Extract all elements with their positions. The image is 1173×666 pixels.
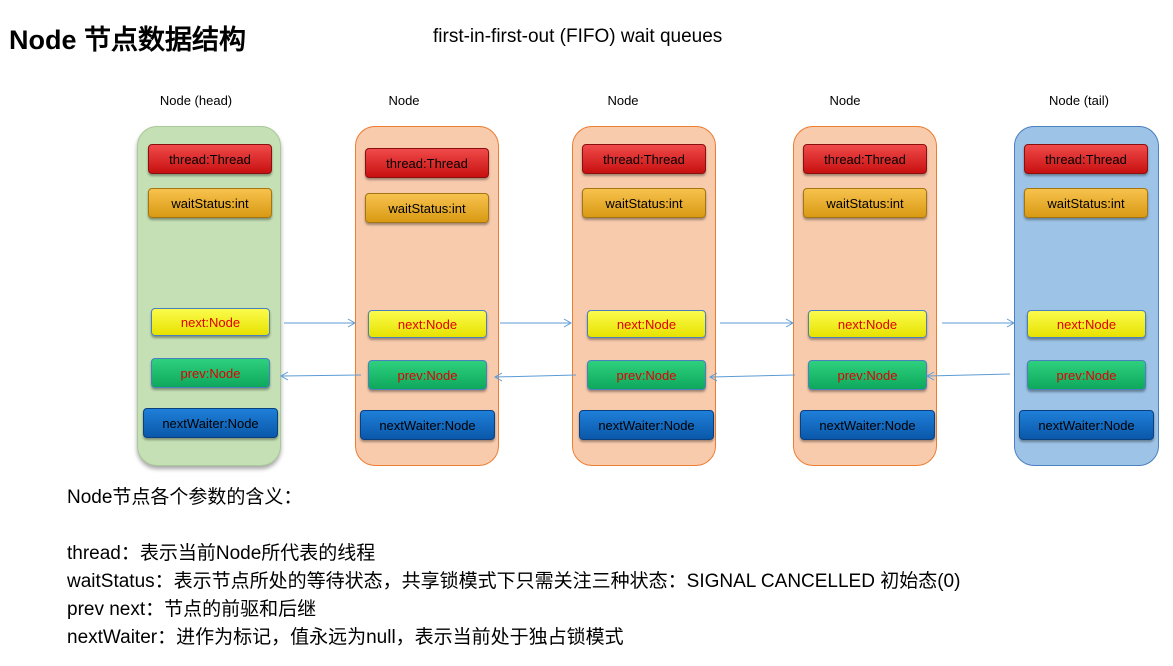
- waitstatus-field: waitStatus:int: [1024, 188, 1148, 218]
- thread-field: thread:Thread: [803, 144, 927, 174]
- nextwaiter-field: nextWaiter:Node: [360, 410, 495, 440]
- next-arrow: [1006, 318, 1016, 328]
- next-arrow: [785, 318, 795, 328]
- next-field: next:Node: [368, 310, 487, 338]
- notes-heading: Node节点各个参数的含义：: [67, 487, 303, 508]
- prev-field: prev:Node: [151, 358, 270, 388]
- diagram-title: Node 节点数据结构: [9, 25, 247, 55]
- waitstatus-field: waitStatus:int: [803, 188, 927, 218]
- next-arrow: [563, 318, 573, 328]
- next-field: next:Node: [1027, 310, 1146, 338]
- prev-arrow: [279, 371, 289, 381]
- prev-arrow: [495, 374, 577, 378]
- prev-arrow: [708, 372, 718, 382]
- waitstatus-field: waitStatus:int: [148, 188, 272, 218]
- notes-section: Node节点各个参数的含义： thread：表示当前Node所代表的线程 wai…: [67, 484, 960, 652]
- nextwaiter-field: nextWaiter:Node: [1019, 410, 1154, 440]
- prev-arrow: [710, 374, 796, 378]
- nextwaiter-field: nextWaiter:Node: [143, 408, 278, 438]
- prev-field: prev:Node: [1027, 360, 1146, 390]
- thread-field: thread:Thread: [1024, 144, 1148, 174]
- node-label-tail: Node (tail): [1049, 93, 1109, 108]
- nextwaiter-field: nextWaiter:Node: [579, 410, 714, 440]
- prev-field: prev:Node: [808, 360, 927, 390]
- next-arrow: [347, 318, 357, 328]
- prev-arrow: [925, 371, 935, 381]
- prev-field: prev:Node: [368, 360, 487, 390]
- next-field: next:Node: [587, 310, 706, 338]
- prev-arrow: [281, 374, 362, 377]
- diagram-subtitle: first-in-first-out (FIFO) wait queues: [433, 26, 723, 47]
- node-label: Node: [607, 93, 639, 108]
- thread-field: thread:Thread: [582, 144, 706, 174]
- waitstatus-field: waitStatus:int: [582, 188, 706, 218]
- nextwaiter-field: nextWaiter:Node: [800, 410, 935, 440]
- notes-spacer: [67, 512, 960, 540]
- node-label-head: Node (head): [159, 93, 233, 108]
- note-nextwaiter: nextWaiter：进作为标记，值永远为null，表示当前处于独占锁模式: [67, 627, 624, 648]
- note-waitstatus: waitStatus：表示节点所处的等待状态，共享锁模式下只需关注三种状态：SI…: [67, 571, 961, 592]
- thread-field: thread:Thread: [365, 148, 489, 178]
- note-thread: thread：表示当前Node所代表的线程: [67, 543, 376, 564]
- node-tail-box: [1014, 126, 1159, 466]
- node-label: Node: [829, 93, 861, 108]
- node-box: [572, 126, 716, 466]
- node-box: [793, 126, 937, 466]
- note-prev-next: prev next：节点的前驱和后继: [67, 599, 317, 620]
- node-box: [355, 126, 499, 466]
- waitstatus-field: waitStatus:int: [365, 193, 489, 223]
- node-label: Node: [388, 93, 420, 108]
- thread-field: thread:Thread: [148, 144, 272, 174]
- prev-arrow: [493, 372, 503, 382]
- prev-arrow: [927, 373, 1011, 377]
- prev-field: prev:Node: [587, 360, 706, 390]
- next-field: next:Node: [808, 310, 927, 338]
- next-field: next:Node: [151, 308, 270, 336]
